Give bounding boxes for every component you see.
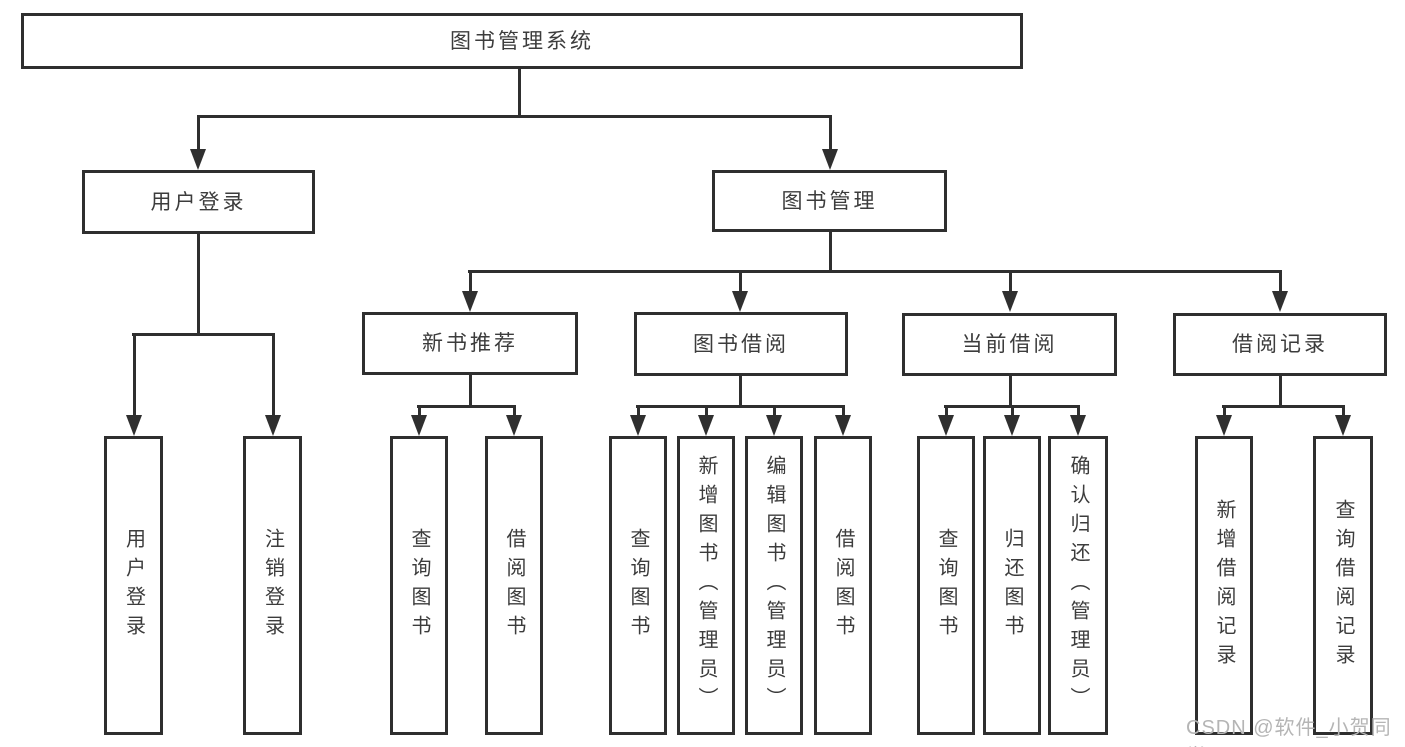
- connector-vertical: [197, 234, 200, 335]
- connector-stem: [705, 405, 708, 417]
- arrow-down-icon: [126, 415, 142, 436]
- connector-stem: [272, 333, 275, 417]
- arrow-down-icon: [1216, 415, 1232, 436]
- connector-stem: [1077, 405, 1080, 417]
- leaf-records-add-borrow-record: 新增借阅记录: [1195, 436, 1253, 735]
- connector-horizontal: [636, 405, 845, 408]
- connector-vertical: [518, 69, 521, 117]
- arrow-down-icon: [698, 415, 714, 436]
- connector-horizontal: [1222, 405, 1345, 408]
- connector-horizontal: [417, 405, 516, 408]
- connector-vertical: [739, 376, 742, 407]
- watermark: CSDN @软件_小贺同学: [1186, 717, 1392, 747]
- arrow-down-icon: [190, 149, 206, 170]
- connector-vertical: [1279, 376, 1282, 407]
- arrow-down-icon: [1004, 415, 1020, 436]
- leaf-recommend-borrow-books: 借阅图书: [485, 436, 543, 735]
- node-library-system: 图书管理系统: [21, 13, 1023, 69]
- connector-stem: [133, 333, 136, 417]
- leaf-user-login: 用户登录: [104, 436, 163, 735]
- arrow-down-icon: [462, 291, 478, 312]
- connector-stem: [1279, 270, 1282, 293]
- node-borrowing-records: 借阅记录: [1173, 313, 1387, 376]
- arrow-down-icon: [1070, 415, 1086, 436]
- arrow-down-icon: [411, 415, 427, 436]
- leaf-borrowing-query-books: 查询图书: [609, 436, 667, 735]
- arrow-down-icon: [1272, 291, 1288, 312]
- connector-vertical: [469, 375, 472, 407]
- leaf-logout: 注销登录: [243, 436, 302, 735]
- leaf-current-query-books: 查询图书: [917, 436, 975, 735]
- node-book-borrowing: 图书借阅: [634, 312, 848, 376]
- node-book-management: 图书管理: [712, 170, 947, 232]
- leaf-borrowing-borrow-books: 借阅图书: [814, 436, 872, 735]
- arrow-down-icon: [630, 415, 646, 436]
- node-user-login: 用户登录: [82, 170, 315, 234]
- connector-vertical: [1009, 376, 1012, 407]
- connector-stem: [1223, 405, 1226, 417]
- arrow-down-icon: [1002, 291, 1018, 312]
- arrow-down-icon: [1335, 415, 1351, 436]
- arrow-down-icon: [835, 415, 851, 436]
- connector-stem: [637, 405, 640, 417]
- connector-stem: [1342, 405, 1345, 417]
- leaf-recommend-query-books: 查询图书: [390, 436, 448, 735]
- connector-horizontal: [468, 270, 1282, 273]
- connector-stem: [469, 270, 472, 293]
- connector-stem: [513, 405, 516, 417]
- connector-stem: [739, 270, 742, 293]
- arrow-down-icon: [766, 415, 782, 436]
- leaf-current-confirm-return-admin: 确认归还（管理员）: [1048, 436, 1108, 735]
- leaf-current-return-books: 归还图书: [983, 436, 1041, 735]
- arrow-down-icon: [822, 149, 838, 170]
- connector-stem: [842, 405, 845, 417]
- connector-stem: [829, 115, 832, 151]
- leaf-borrowing-add-books-admin: 新增图书（管理员）: [677, 436, 735, 735]
- connector-horizontal: [197, 115, 832, 118]
- connector-stem: [418, 405, 421, 417]
- node-new-book-recommendation: 新书推荐: [362, 312, 578, 375]
- node-current-borrowing: 当前借阅: [902, 313, 1117, 376]
- arrow-down-icon: [938, 415, 954, 436]
- leaf-records-query-borrow-record: 查询借阅记录: [1313, 436, 1373, 735]
- arrow-down-icon: [506, 415, 522, 436]
- connector-vertical: [829, 232, 832, 272]
- arrow-down-icon: [265, 415, 281, 436]
- connector-stem: [773, 405, 776, 417]
- connector-stem: [197, 115, 200, 151]
- arrow-down-icon: [732, 291, 748, 312]
- connector-stem: [1011, 405, 1014, 417]
- connector-horizontal: [132, 333, 275, 336]
- connector-stem: [1009, 270, 1012, 293]
- leaf-borrowing-edit-books-admin: 编辑图书（管理员）: [745, 436, 803, 735]
- connector-stem: [945, 405, 948, 417]
